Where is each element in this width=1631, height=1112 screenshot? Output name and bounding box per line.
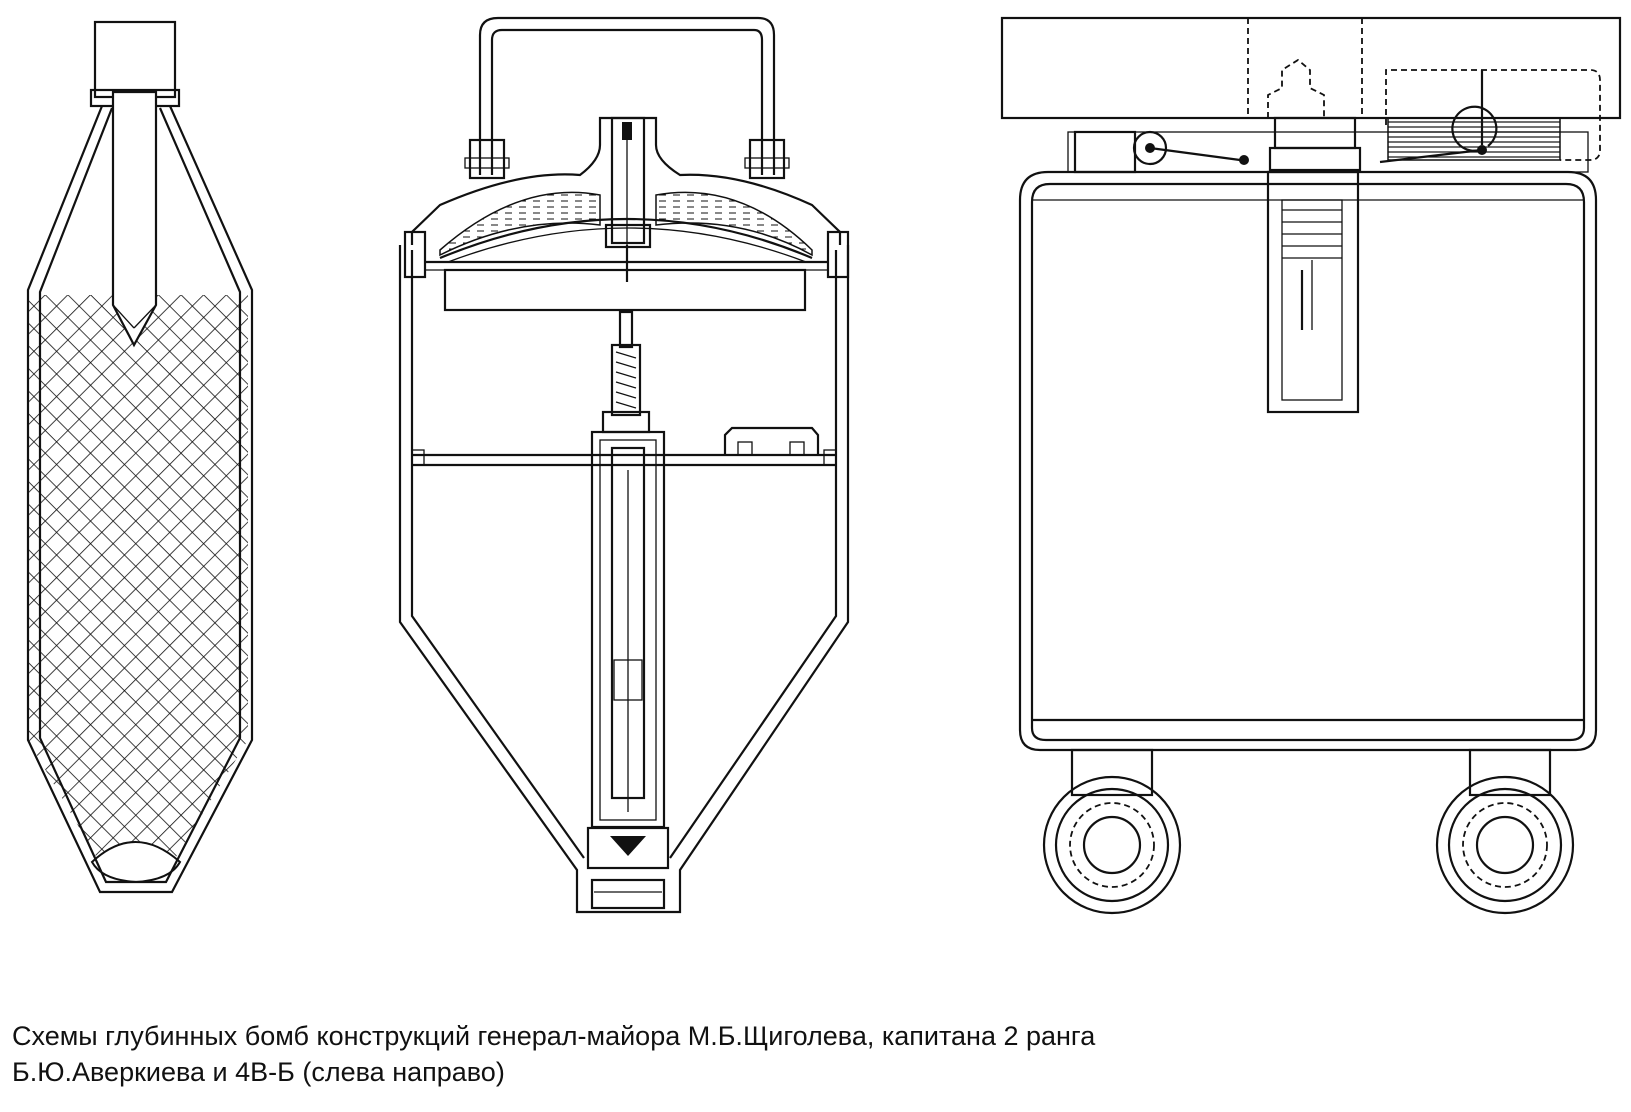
caption-line-1: Схемы глубинных бомб конструкций генерал… [12, 1021, 1096, 1051]
averkiev-bomb [398, 16, 850, 914]
depth-bomb-diagrams [26, 16, 1622, 915]
shchigolev-bomb [26, 20, 254, 894]
4vb-bomb-cart [1000, 16, 1622, 915]
caption-line-2: Б.Ю.Аверкиева и 4В-Б (слева направо) [12, 1057, 505, 1087]
figure-caption: Схемы глубинных бомб конструкций генерал… [12, 1018, 1462, 1090]
